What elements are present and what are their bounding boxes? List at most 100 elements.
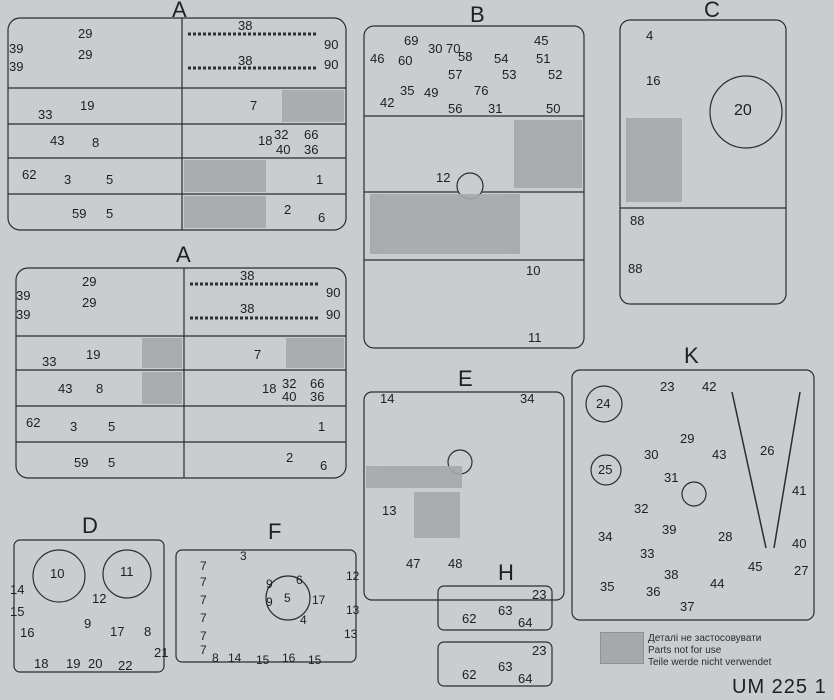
part-number: 16 [646, 73, 661, 88]
part-number: 22 [118, 658, 133, 673]
part-number: 9 [266, 577, 273, 591]
part-number: 2 [286, 450, 294, 465]
part-number: 19 [66, 656, 81, 671]
part-number: 10 [50, 566, 65, 581]
part-number: 16 [282, 651, 296, 665]
part-number: 42 [702, 379, 717, 394]
part-number: 64 [518, 615, 533, 630]
part-number: 6 [318, 210, 326, 225]
part-number: 11 [120, 564, 134, 579]
unused-area [366, 466, 462, 488]
part-number: 6 [320, 458, 328, 473]
part-number: 5 [106, 206, 114, 221]
part-number: 5 [284, 591, 291, 605]
part-number: 42 [380, 95, 395, 110]
sprue-letter-c: C [704, 0, 720, 22]
part-number: 11 [528, 330, 542, 345]
part-number: 7 [200, 629, 207, 643]
part-number: 2 [284, 202, 292, 217]
legend-line-en: Parts not for use [648, 645, 722, 656]
sprue-letter-a-bottom: A [176, 242, 191, 267]
part-number: 30 [644, 447, 659, 462]
unused-area [282, 90, 344, 122]
part-number: 7 [200, 643, 207, 657]
part-number: 88 [628, 261, 643, 276]
sprue-b-frame [363, 25, 585, 349]
part-number: 14 [228, 651, 242, 665]
part-number: 5 [108, 455, 116, 470]
part-number: 70 [446, 41, 461, 56]
part-number: 38 [238, 18, 253, 33]
part-number: 8 [212, 651, 219, 665]
part-number: 33 [42, 354, 57, 369]
part-number: 39 [9, 59, 24, 74]
part-number: 40 [276, 142, 291, 157]
part-number: 15 [256, 653, 270, 667]
part-number: 47 [406, 556, 421, 571]
part-number: 5 [106, 172, 114, 187]
sprue-letter-k: K [684, 343, 699, 368]
part-number: 39 [662, 522, 677, 537]
sprue-k-frame [571, 369, 815, 621]
part-number: 60 [398, 53, 413, 68]
sprue-e-frame [363, 391, 565, 601]
part-number: 18 [258, 133, 273, 148]
part-number: 23 [660, 379, 675, 394]
part-number: 41 [792, 483, 807, 498]
part-number: 18 [34, 656, 49, 671]
part-number: 62 [26, 415, 41, 430]
part-number: 37 [680, 599, 695, 614]
part-number: 59 [72, 206, 87, 221]
part-number: 35 [400, 83, 415, 98]
part-number: 20 [88, 656, 103, 671]
part-number: 4 [300, 613, 307, 627]
part-number: 33 [38, 107, 53, 122]
part-number: 88 [630, 213, 645, 228]
part-number: 34 [520, 391, 535, 406]
part-number: 17 [312, 593, 326, 607]
part-number: 9 [84, 616, 92, 631]
part-number: 90 [324, 37, 339, 52]
part-number: 29 [82, 295, 97, 310]
part-number: 76 [474, 83, 489, 98]
part-number: 66 [304, 127, 319, 142]
part-number: 7 [250, 98, 258, 113]
part-number: 62 [22, 167, 37, 182]
part-number: 15 [308, 653, 322, 667]
part-number: 31 [488, 101, 503, 116]
part-number: 23 [532, 587, 547, 602]
part-number: 36 [310, 389, 325, 404]
part-number: 29 [82, 274, 97, 289]
sprue-d-frame [13, 539, 165, 673]
part-number: 5 [108, 419, 116, 434]
part-number: 30 [428, 41, 443, 56]
part-number: 38 [238, 53, 253, 68]
legend-line-de: Teile werde nicht verwendet [648, 657, 772, 668]
part-number: 13 [346, 603, 360, 617]
part-number: 10 [526, 263, 541, 278]
sprue-c-frame [619, 19, 787, 305]
part-number: 43 [58, 381, 73, 396]
part-number: 3 [240, 549, 247, 563]
part-number: 39 [9, 41, 24, 56]
part-number: 7 [200, 611, 207, 625]
part-number: 64 [518, 671, 533, 686]
part-number: 7 [200, 593, 207, 607]
part-number: 8 [92, 135, 100, 150]
part-number: 1 [316, 172, 324, 187]
part-number: 54 [494, 51, 509, 66]
part-number: 21 [154, 645, 169, 660]
part-number: 33 [640, 546, 655, 561]
sprue-letter-a-top: A [172, 0, 187, 22]
part-number: 32 [634, 501, 649, 516]
part-number: 20 [734, 102, 752, 119]
part-number: 16 [20, 625, 35, 640]
part-number: 40 [792, 536, 807, 551]
unused-area [184, 196, 266, 228]
sprue-letter-h: H [498, 560, 514, 585]
sprue-letter-f: F [268, 519, 282, 544]
part-number: 36 [646, 584, 661, 599]
part-number: 14 [380, 391, 395, 406]
part-number: 27 [794, 563, 809, 578]
